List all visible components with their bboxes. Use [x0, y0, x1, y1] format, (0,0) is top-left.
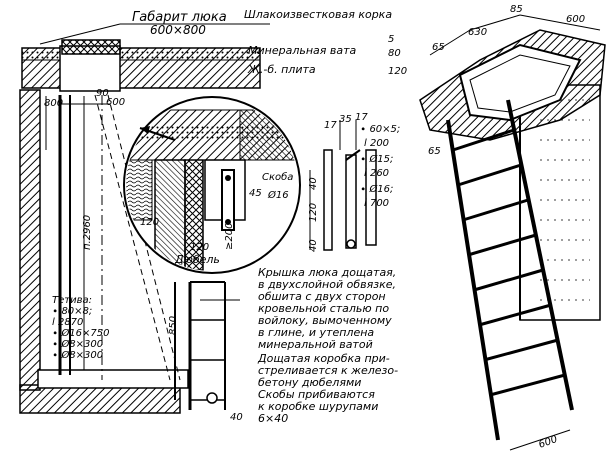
isometric-view: 65 630 85 600 65 600 [419, 4, 606, 451]
detail-dim-45: 45 [249, 188, 262, 199]
svg-text:обшита с двух сторон: обшита с двух сторон [258, 290, 386, 303]
detail-dim-200: ≥200 [224, 223, 235, 250]
svg-text:∙ 80×8;: ∙ 80×8; [52, 306, 92, 317]
bracket-detail: 17 35 17 40 120 40 Скоба Ø16 [262, 112, 377, 252]
svg-text:Крышка люка дощатая,: Крышка люка дощатая, [258, 266, 396, 279]
bracket-dim-40a: 40 [308, 177, 319, 190]
note-lid: Крышка люка дощатая, в двухслойной обвяз… [258, 266, 396, 351]
dim-850: 850 [168, 316, 179, 335]
svg-text:войлоку, вымоченному: войлоку, вымоченному [258, 314, 392, 327]
hatch-title-block: Габарит люка 600×800 [132, 10, 227, 37]
layer-slab: Ж.-б. плита [247, 63, 316, 76]
svg-text:∙ Ø8×300: ∙ Ø8×300 [52, 349, 103, 361]
notes: Крышка люка дощатая, в двухслойной обвяз… [257, 266, 398, 425]
hatch-title: Габарит люка [132, 10, 227, 25]
layer-crust: Шлакоизвестковая корка [244, 8, 392, 21]
layer-list: Шлакоизвестковая корка Минеральная вата … [244, 8, 407, 77]
bracket-dim-17b: 17 [355, 112, 368, 123]
layer-thickness-120: 120 [388, 66, 407, 77]
svg-text:∙ Ø16;: ∙ Ø16; [360, 183, 393, 195]
iso-dim-65: 65 [432, 42, 445, 53]
layer-thickness-5: 5 [388, 34, 394, 45]
layer-mineral-wool: Минеральная вата [248, 44, 357, 57]
bracket-dim-35: 35 [339, 114, 352, 125]
iso-rungs [452, 128, 566, 397]
dim-600: 600 [106, 97, 125, 108]
iso-stringer-left [446, 119, 500, 441]
left-section: 800 600 90 п.2960 Тетива: ∙ 80×8; l 2870… [19, 23, 270, 414]
svg-text:в глине, и утеплена: в глине, и утеплена [258, 326, 374, 339]
dowel-label: Дюбель [174, 253, 220, 266]
svg-text:l 260: l 260 [364, 168, 389, 179]
svg-text:в двухслойной обвязке,: в двухслойной обвязке, [258, 278, 396, 291]
svg-text:∙ 60×5;: ∙ 60×5; [360, 124, 400, 135]
iso-dim-630: 630 [468, 27, 487, 38]
svg-text:Скобы прибиваются: Скобы прибиваются [258, 388, 375, 401]
svg-text:минеральной ватой: минеральной ватой [258, 338, 373, 351]
left-wall [19, 89, 41, 391]
bracket-dim-120: 120 [308, 203, 319, 222]
insulation-layer [21, 47, 261, 61]
note-brackets: Скобы прибиваются к коробке шурупами 6×4… [258, 388, 378, 425]
dim-800: 800 [44, 98, 63, 109]
detail-dim-120a: 120 [140, 217, 159, 228]
iso-dim-65b: 65 [428, 146, 441, 157]
note-box: Дощатая коробка при- стреливается к желе… [257, 352, 398, 389]
svg-text:бетону дюбелями: бетону дюбелями [258, 376, 361, 389]
svg-text:Дощатая коробка при-: Дощатая коробка при- [257, 352, 390, 365]
iso-dim-85: 85 [510, 4, 523, 15]
svg-text:Тетива:: Тетива: [52, 295, 92, 306]
svg-text:∙ Ø8×300: ∙ Ø8×300 [52, 338, 103, 350]
svg-text:к коробке шурупами: к коробке шурупами [258, 400, 378, 413]
svg-text:∙ Ø15;: ∙ Ø15; [360, 153, 393, 165]
svg-text:кровельной сталью по: кровельной сталью по [258, 302, 389, 315]
iso-dim-600-bottom: 600 [537, 434, 559, 451]
bracket-dim-40b: 40 [308, 239, 319, 252]
svg-text:l 200: l 200 [364, 138, 389, 149]
iso-dim-600-top: 600 [566, 14, 585, 25]
detail-circle: 120 120 ≥200 45 Дюбель [123, 96, 301, 274]
layer-thickness-80: 80 [388, 48, 401, 59]
detail-dim-120b: 120 [190, 242, 209, 253]
dim-90: 90 [96, 88, 109, 99]
handrail-elevation: 850 40 [168, 281, 243, 423]
tether-spec: Тетива: ∙ 80×8; l 2870 ∙ Ø16×750 ∙ Ø8×30… [52, 295, 110, 361]
hatch-size: 600×800 [150, 23, 206, 37]
dim-2960: п.2960 [82, 215, 93, 250]
iso-stringer-right [506, 99, 574, 411]
svg-text:6×40: 6×40 [258, 412, 288, 425]
svg-text:l 2870: l 2870 [52, 317, 83, 328]
bracket-specs: ∙ 60×5; l 200 ∙ Ø15; l 260 ∙ Ø16; l 700 [360, 124, 400, 209]
svg-text:l 700: l 700 [364, 198, 389, 209]
svg-text:∙ Ø16×750: ∙ Ø16×750 [52, 327, 110, 339]
bracket-note: Ø16 [267, 189, 289, 201]
wall-base [19, 384, 181, 414]
bracket-label: Скоба [262, 171, 293, 183]
hatch-lid [61, 39, 121, 55]
bracket-dim-17a: 17 [324, 120, 337, 131]
dim-40: 40 [230, 412, 243, 423]
svg-text:стреливается к железо-: стреливается к железо- [258, 364, 398, 377]
